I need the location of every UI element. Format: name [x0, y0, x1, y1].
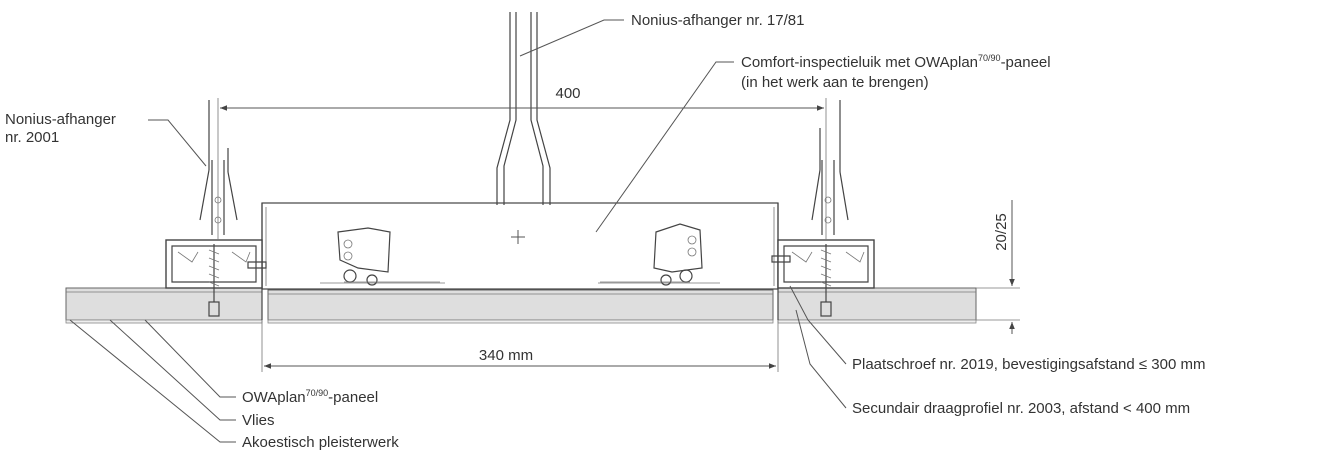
label-profile: Secundair draagprofiel nr. 2003, afstand…	[852, 400, 1190, 417]
fleece-layer-hatch	[267, 319, 774, 324]
dimension-20-25: 20/25	[976, 200, 1020, 334]
hatch-panel	[267, 289, 774, 321]
dimension-340: 340 mm	[261, 320, 779, 372]
label-panel: OWAplan70/90-paneel	[242, 388, 378, 406]
hinge-right	[600, 223, 703, 286]
label-inspection-hatch: Comfort-inspectieluik met OWAplan70/90-p…	[741, 53, 1051, 71]
ceiling-panel-left	[65, 287, 263, 321]
label-fleece: Vlies	[242, 412, 275, 429]
dimension-400-label: 400	[555, 85, 580, 102]
leader-lines	[69, 19, 847, 443]
secondary-profile-left	[165, 239, 267, 317]
label-hanger-2001-line2: nr. 2001	[5, 129, 59, 146]
hanger-2001-right	[811, 100, 849, 235]
label-inspection-hatch-note: (in het werk aan te brengen)	[741, 74, 929, 91]
label-hanger-1781: Nonius-afhanger nr. 17/81	[631, 12, 804, 29]
label-hanger-2001-line1: Nonius-afhanger	[5, 111, 116, 128]
hanger-2001-left	[199, 100, 238, 235]
fleece-layer-left	[65, 319, 263, 324]
fleece-layer-right	[777, 319, 977, 324]
label-screw: Plaatschroef nr. 2019, bevestigingsafsta…	[852, 356, 1205, 373]
label-plaster: Akoestisch pleisterwerk	[242, 434, 399, 451]
dimension-400: 400	[217, 85, 827, 240]
secondary-profile-right	[771, 239, 875, 317]
ceiling-panel-right	[777, 287, 977, 321]
dimension-20-25-label: 20/25	[993, 213, 1010, 251]
hinge-left	[337, 227, 440, 286]
hanger-1781	[496, 12, 551, 205]
dimension-340-label: 340 mm	[479, 347, 533, 364]
